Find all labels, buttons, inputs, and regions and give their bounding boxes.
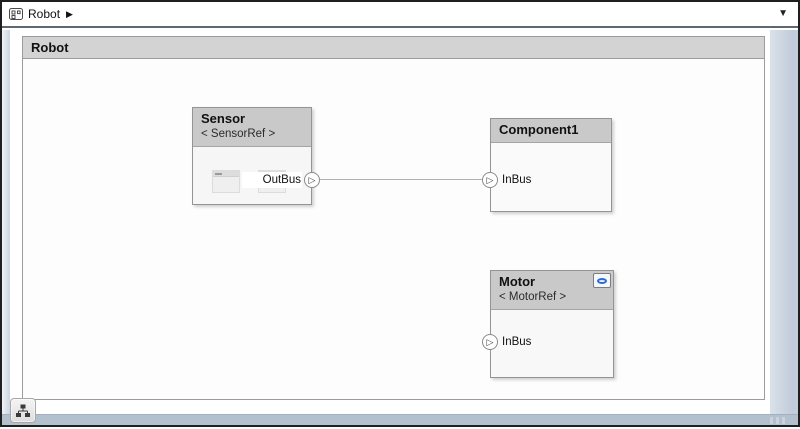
port-inbus-component1[interactable]: ▷	[482, 172, 498, 188]
port-label-inbus: InBus	[502, 174, 532, 186]
component-name: Motor	[499, 274, 536, 289]
hierarchy-view-button[interactable]	[10, 398, 36, 423]
scrollbar-grip[interactable]	[770, 417, 792, 424]
component-motor-header[interactable]: Motor < MotorRef >	[491, 271, 613, 310]
architecture-container-robot[interactable]: Robot	[22, 36, 765, 400]
architecture-container-header[interactable]: Robot	[23, 37, 764, 59]
in-port-icon: ▷	[486, 336, 494, 347]
component-stereotype: < SensorRef >	[201, 128, 276, 140]
connection-sensor-to-component1[interactable]	[320, 179, 482, 180]
port-inbus-motor[interactable]: ▷	[482, 334, 498, 350]
breadcrumb-forward-icon[interactable]: ▶	[66, 8, 73, 19]
breadcrumb-model-label[interactable]: Robot	[28, 7, 61, 21]
component-name: Sensor	[201, 111, 246, 126]
model-icon	[9, 8, 23, 20]
canvas-left-margin	[2, 30, 10, 414]
out-port-icon: ▷	[308, 174, 316, 185]
component-name: Component1	[499, 122, 579, 137]
subdiagram-preview	[212, 170, 240, 193]
port-label-outbus: OutBus	[242, 172, 302, 188]
component-stereotype: < MotorRef >	[499, 291, 567, 303]
component-sensor-header[interactable]: Sensor < SensorRef >	[193, 108, 311, 147]
horizontal-scrollbar[interactable]	[2, 414, 798, 425]
simulink-behavior-badge-icon[interactable]	[593, 273, 611, 288]
architecture-container-title: Robot	[31, 40, 69, 55]
in-port-icon: ▷	[486, 174, 494, 185]
port-label-inbus: InBus	[502, 336, 532, 348]
breadcrumb-dropdown-icon[interactable]: ▼	[778, 8, 788, 19]
port-outbus[interactable]: ▷	[304, 172, 320, 188]
hierarchy-icon	[16, 404, 30, 417]
vertical-scrollbar[interactable]	[770, 30, 794, 414]
component-motor[interactable]: Motor < MotorRef >	[490, 270, 614, 378]
component-sensor[interactable]: Sensor < SensorRef >	[192, 107, 312, 205]
breadcrumb-bar: Robot ▶ ▼	[2, 2, 798, 28]
component-component1[interactable]: Component1	[490, 118, 612, 212]
component-component1-header[interactable]: Component1	[491, 119, 611, 143]
